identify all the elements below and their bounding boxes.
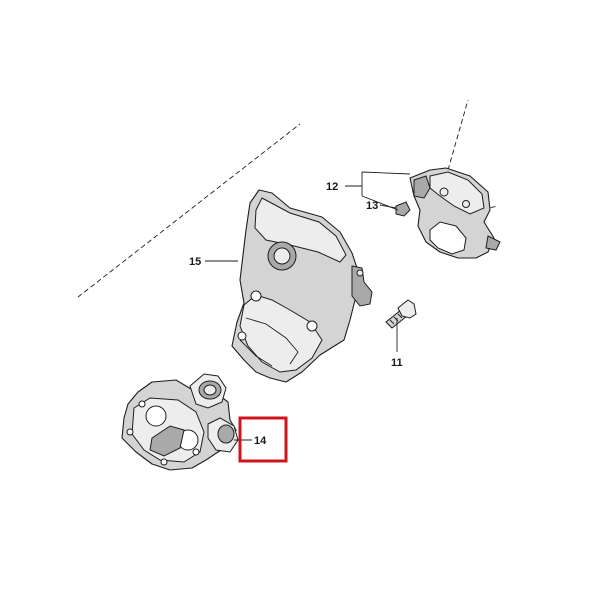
callout-14-highlight-box — [238, 416, 288, 463]
timing-cover-part-15 — [231, 189, 373, 383]
bracket-part-12 — [409, 167, 501, 259]
callout-14[interactable]: 14 — [254, 435, 267, 447]
housing-port-left — [145, 405, 167, 427]
clip-part-13 — [395, 201, 411, 217]
callout-12[interactable]: 12 — [326, 181, 338, 193]
callout-15[interactable]: 15 — [189, 256, 201, 268]
thermostat-housing-part-14 — [121, 373, 239, 471]
callout-11[interactable]: 11 — [391, 357, 403, 369]
callout-13[interactable]: 13 — [366, 200, 378, 212]
leader-lines — [205, 171, 411, 441]
bolt-part-11 — [385, 299, 417, 329]
